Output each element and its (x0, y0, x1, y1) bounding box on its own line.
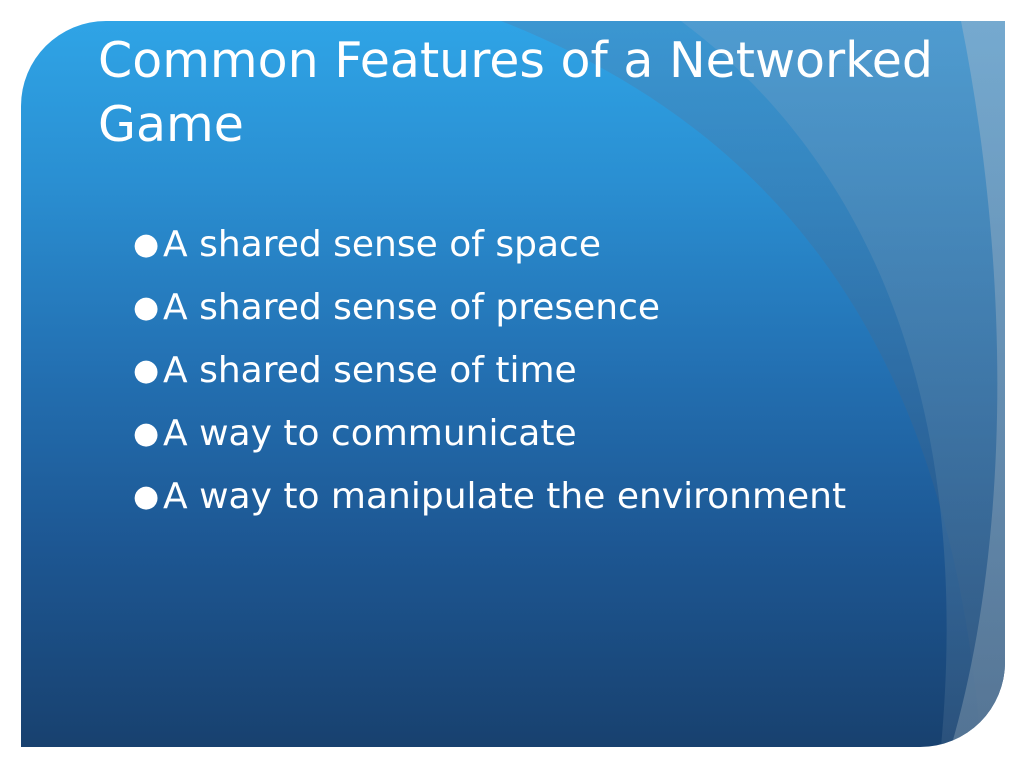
slide-background: Common Features of a Networked Game ● A … (21, 21, 1005, 747)
background-swoosh-decoration (501, 21, 1005, 747)
bullet-text: A way to manipulate the environment (163, 476, 847, 517)
bullet-item: ● A shared sense of space (133, 217, 953, 272)
bullet-text: A shared sense of presence (163, 287, 661, 328)
bullet-dot-icon: ● (133, 353, 160, 388)
bullet-dot-icon: ● (133, 479, 160, 514)
slide-title: Common Features of a Networked Game (98, 32, 934, 153)
bullet-dot-icon: ● (133, 290, 160, 325)
bullet-text: A shared sense of time (163, 350, 577, 391)
bullet-item: ● A way to manipulate the environment (133, 469, 953, 524)
bullet-dot-icon: ● (133, 227, 160, 262)
bullet-text: A way to communicate (163, 413, 577, 454)
bullet-item: ● A shared sense of time (133, 343, 953, 398)
bullet-list: ● A shared sense of space ● A shared sen… (133, 217, 953, 532)
bullet-item: ● A shared sense of presence (133, 280, 953, 335)
bullet-dot-icon: ● (133, 416, 160, 451)
bullet-text: A shared sense of space (163, 224, 601, 265)
bullet-item: ● A way to communicate (133, 406, 953, 461)
